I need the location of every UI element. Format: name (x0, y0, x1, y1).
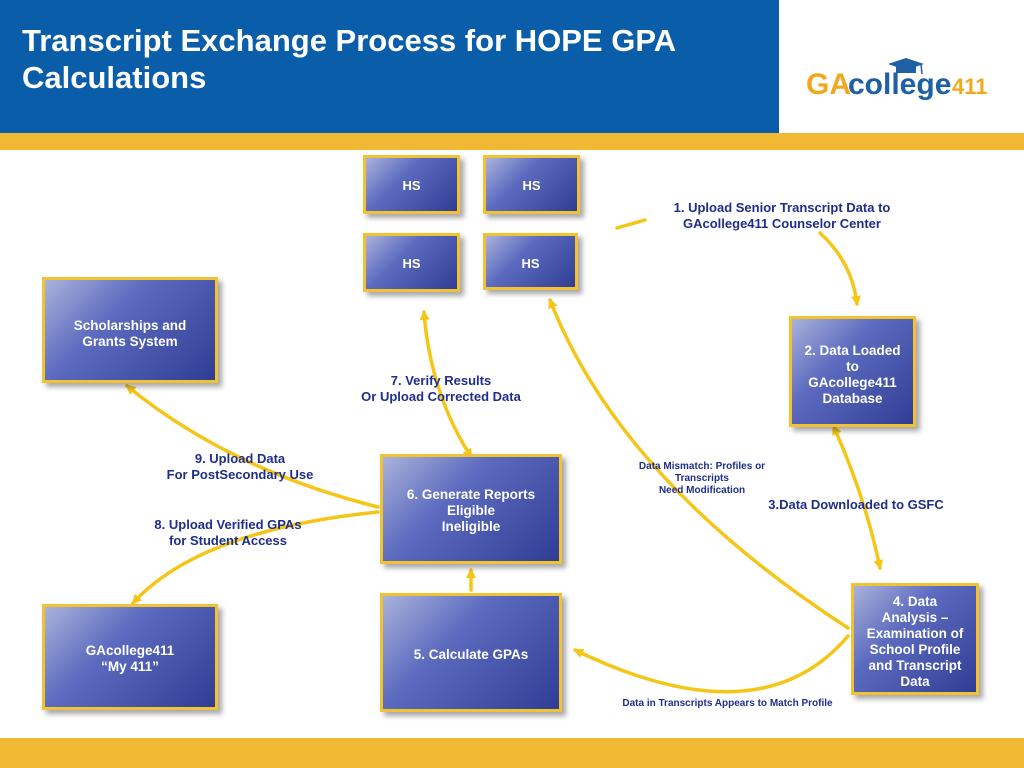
arrow-data-match (573, 634, 850, 694)
logo-411-text: 411 (952, 74, 988, 99)
logo-college-text: college (848, 68, 951, 100)
logo-ga-text: GA (806, 68, 851, 100)
arrow-data-downloaded (832, 424, 884, 570)
arrow-verify-results (419, 310, 473, 459)
hs-box: HS (363, 155, 460, 214)
page-title: Transcript Exchange Process for HOPE GPA… (22, 23, 675, 95)
header-bar: Transcript Exchange Process for HOPE GPA… (0, 0, 779, 133)
arrow-to-data-loaded (818, 231, 862, 306)
bottom-accent-stripe (0, 738, 1024, 768)
label-data-downloaded: 3.Data Downloaded to GSFC (768, 497, 944, 512)
my411-box: GAcollege411 “My 411” (42, 604, 218, 710)
graduation-cap-icon (888, 58, 924, 75)
hs-box: HS (363, 233, 460, 292)
arrow-to-scholarships (125, 384, 380, 509)
arrow-upload-senior (615, 218, 647, 230)
logo-graphic: GA college 411 (806, 58, 988, 101)
arrow-data-mismatch (548, 298, 850, 630)
hs-box: HS (483, 233, 578, 290)
gacollege411-logo: GA college 411 (806, 58, 1016, 101)
label-data-mismatch: Data Mismatch: Profiles or Transcripts N… (638, 461, 766, 496)
top-accent-stripe (0, 133, 1024, 150)
label-upload-verified: 8. Upload Verified GPAs for Student Acce… (154, 517, 302, 548)
scholarships-grants-box: Scholarships and Grants System (42, 277, 218, 383)
hs-box: HS (483, 155, 580, 214)
data-analysis-box: 4. Data Analysis – Examination of School… (851, 583, 979, 695)
label-upload-senior: 1. Upload Senior Transcript Data to GAco… (673, 200, 891, 231)
label-data-match: Data in Transcripts Appears to Match Pro… (622, 698, 833, 709)
label-verify-results: 7. Verify Results Or Upload Corrected Da… (361, 373, 521, 404)
label-upload-postsecondary: 9. Upload Data For PostSecondary Use (166, 451, 314, 482)
calculate-gpas-box: 5. Calculate GPAs (380, 593, 562, 712)
data-loaded-box: 2. Data Loaded to GAcollege411 Database (789, 316, 916, 427)
generate-reports-box: 6. Generate Reports Eligible Ineligible (380, 454, 562, 564)
arrow-to-my411 (131, 510, 380, 605)
